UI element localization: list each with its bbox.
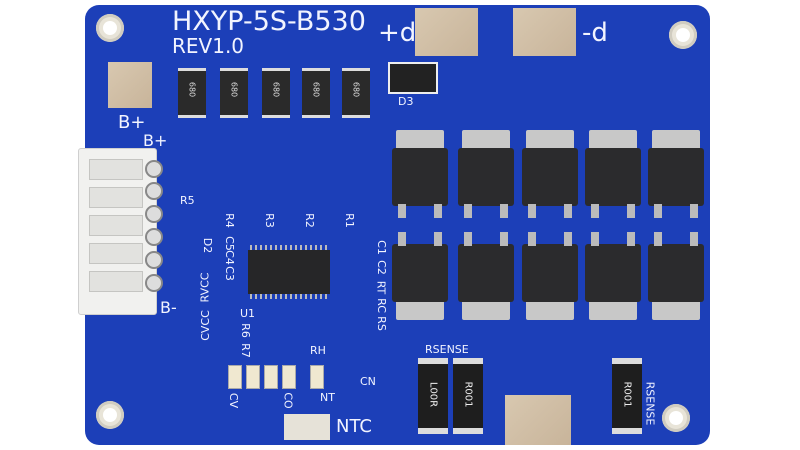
b-plus-pad	[108, 62, 152, 108]
mosfet	[392, 130, 448, 218]
rsense-label: RSENSE	[425, 343, 469, 356]
rc-label: RC	[374, 298, 388, 313]
resistor: 680	[178, 68, 206, 118]
capacitor	[246, 365, 260, 389]
sense-resistor: L00R	[418, 358, 448, 434]
ntc-label: NTC	[336, 416, 372, 437]
sense-resistor: R001	[612, 358, 642, 434]
resistor: 680	[342, 68, 370, 118]
rvcc-label: RVCC	[198, 272, 212, 303]
d3-label: D3	[398, 95, 414, 108]
mounting-hole	[96, 401, 124, 429]
mosfet	[522, 232, 578, 320]
b-plus-label: B+	[118, 112, 146, 133]
connector-pin	[145, 228, 163, 246]
revision-label: REV1.0	[172, 34, 245, 58]
c5-label: C5	[222, 236, 236, 251]
mosfet	[648, 130, 704, 218]
u1-label: U1	[240, 307, 256, 320]
d2-label: D2	[201, 237, 215, 254]
capacitor	[264, 365, 278, 389]
plus-d-label: +d	[378, 18, 417, 48]
r6-label: R6	[238, 323, 252, 338]
mosfet	[585, 130, 641, 218]
cvcc-label: CVCC	[198, 310, 212, 341]
rh-label: RH	[310, 344, 326, 357]
plus-d-pad	[415, 8, 478, 56]
connector-pin	[145, 205, 163, 223]
model-label: HXYP-5S-B530	[172, 6, 366, 37]
mosfet	[458, 232, 514, 320]
cv-label: CV	[227, 392, 241, 409]
capacitor	[282, 365, 296, 389]
r1-label: R1	[342, 213, 356, 228]
c3-label: C3	[222, 266, 236, 281]
b-minus-pad	[505, 395, 571, 445]
mosfet	[522, 130, 578, 218]
mosfet	[585, 232, 641, 320]
cn-label: CN	[360, 375, 376, 388]
minus-d-pad	[513, 8, 576, 56]
b-minus-left-label: B-	[160, 298, 177, 317]
ntc-pads	[284, 414, 330, 440]
b-plus-label-2: B+	[143, 131, 168, 150]
connector-pin	[145, 251, 163, 269]
minus-d-label: -d	[582, 18, 608, 48]
diode-d3	[388, 62, 438, 94]
mounting-hole	[96, 14, 124, 42]
mounting-hole	[662, 404, 690, 432]
rsense-label-2: RSENSE	[643, 381, 657, 426]
connector-pin	[145, 160, 163, 178]
r4-label: R4	[222, 213, 236, 228]
connector-pin	[145, 182, 163, 200]
balance-connector	[78, 148, 157, 315]
resistor: 680	[302, 68, 330, 118]
c2-label: C2	[374, 260, 388, 275]
c1-label: C1	[374, 240, 388, 255]
resistor: 680	[220, 68, 248, 118]
rs-label: RS	[374, 316, 388, 331]
capacitor	[228, 365, 242, 389]
mosfet	[648, 232, 704, 320]
r5-label: R5	[180, 194, 195, 207]
r3-label: R3	[262, 213, 276, 228]
connector-pin	[145, 274, 163, 292]
rt-label: RT	[374, 280, 388, 295]
mosfet	[458, 130, 514, 218]
mounting-hole	[669, 21, 697, 49]
r2-label: R2	[302, 213, 316, 228]
resistor-small	[310, 365, 324, 389]
c4-label: C4	[222, 250, 236, 265]
sense-resistor: R001	[453, 358, 483, 434]
nt-label: NT	[320, 391, 335, 404]
co-label: CO	[281, 392, 295, 409]
mosfet	[392, 232, 448, 320]
protection-ic-u1	[248, 245, 330, 299]
r7-label: R7	[238, 343, 252, 358]
resistor: 680	[262, 68, 290, 118]
